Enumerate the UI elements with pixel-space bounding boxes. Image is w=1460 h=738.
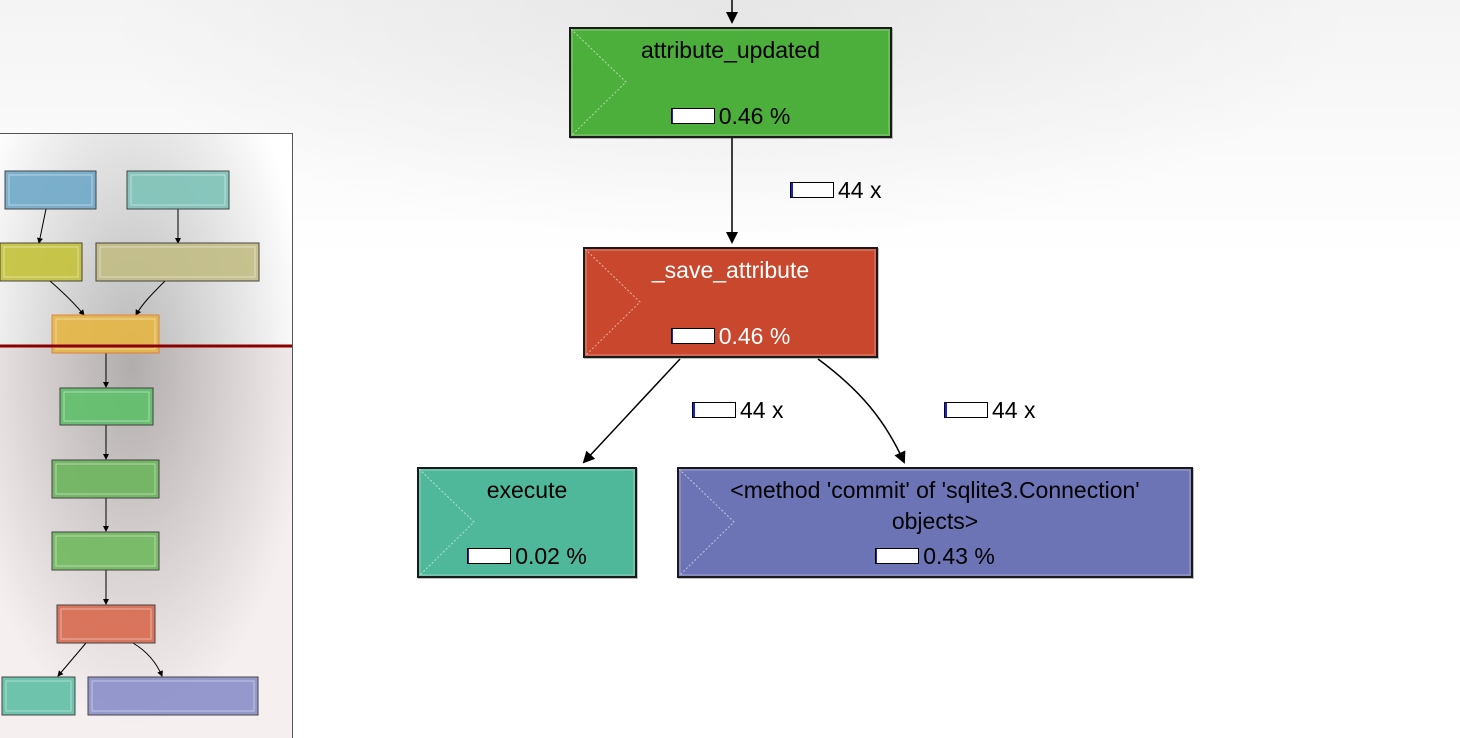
minimap-node-inner xyxy=(91,680,255,712)
minimap-node-inner xyxy=(55,318,156,350)
percent-bar xyxy=(467,548,512,564)
edge-bar-fill xyxy=(791,183,793,197)
edge-count: 44 x xyxy=(838,177,882,203)
minimap-node-inner xyxy=(55,535,156,567)
edge-save-to-execute[interactable] xyxy=(582,358,681,464)
node-sqlite-commit[interactable]: <method 'commit' of 'sqlite3.Connection'… xyxy=(677,467,1193,578)
minimap-edge xyxy=(49,280,85,316)
minimap-node-inner xyxy=(63,391,150,422)
minimap-node-inner xyxy=(55,463,156,495)
overview-minimap[interactable] xyxy=(0,133,293,738)
node-title: execute xyxy=(486,477,568,503)
node-save-attribute[interactable]: _save_attribute 0.46 % xyxy=(583,247,878,358)
minimap-edge xyxy=(37,208,47,244)
node-percent: 0.02 % xyxy=(419,542,635,570)
percent-bar-fill xyxy=(876,549,878,563)
minimap-node-inner xyxy=(5,680,72,712)
minimap-node-inner xyxy=(3,246,79,278)
minimap-node xyxy=(59,387,154,426)
minimap-edge xyxy=(57,642,87,677)
minimap-node xyxy=(1,676,76,716)
minimap-graph xyxy=(0,134,292,738)
minimap-node-inner xyxy=(60,608,152,640)
edge-bar xyxy=(790,182,834,198)
percent-bar-fill xyxy=(468,549,470,563)
minimap-node xyxy=(95,242,260,282)
minimap-node xyxy=(0,242,83,282)
edge-save-to-commit[interactable] xyxy=(817,358,906,464)
edge-count: 44 x xyxy=(740,397,784,423)
minimap-node-inner xyxy=(99,246,256,278)
edge-label-save-to-execute: 44 x xyxy=(692,398,783,422)
edge-bar xyxy=(692,402,736,418)
minimap-node xyxy=(56,604,156,644)
node-execute[interactable]: execute 0.02 % xyxy=(417,467,637,578)
edge-label-save-to-commit: 44 x xyxy=(944,398,1035,422)
node-percent: 0.46 % xyxy=(571,102,890,130)
edge-bar-fill xyxy=(693,403,695,417)
minimap-node-inner xyxy=(130,174,226,206)
minimap-node xyxy=(4,170,97,210)
minimap-edge xyxy=(132,642,163,677)
percent-value: 0.02 % xyxy=(515,543,587,569)
edge-count: 44 x xyxy=(992,397,1036,423)
minimap-node xyxy=(126,170,230,210)
edge-bar-fill xyxy=(945,403,947,417)
percent-bar xyxy=(670,328,715,344)
node-title: _save_attribute xyxy=(651,257,810,283)
minimap-node xyxy=(51,459,160,499)
node-percent: 0.46 % xyxy=(585,322,876,350)
minimap-node-inner xyxy=(8,174,93,206)
percent-bar xyxy=(670,108,715,124)
node-percent: 0.43 % xyxy=(679,542,1191,570)
edge-bar xyxy=(944,402,988,418)
node-attribute-updated[interactable]: attribute_updated 0.46 % xyxy=(569,27,892,138)
minimap-edge xyxy=(135,280,166,316)
percent-value: 0.46 % xyxy=(718,323,791,349)
node-title: <method 'commit' of 'sqlite3.Connection'… xyxy=(730,477,1140,534)
edge-label-updated-to-save: 44 x xyxy=(790,178,881,202)
minimap-node xyxy=(51,531,160,571)
minimap-shade xyxy=(0,134,292,738)
percent-value: 0.46 % xyxy=(718,103,791,129)
percent-bar xyxy=(875,548,920,564)
percent-bar-fill xyxy=(671,109,673,123)
minimap-node xyxy=(87,676,259,716)
percent-value: 0.43 % xyxy=(923,543,995,569)
node-title: attribute_updated xyxy=(640,37,821,63)
percent-bar-fill xyxy=(671,329,673,343)
